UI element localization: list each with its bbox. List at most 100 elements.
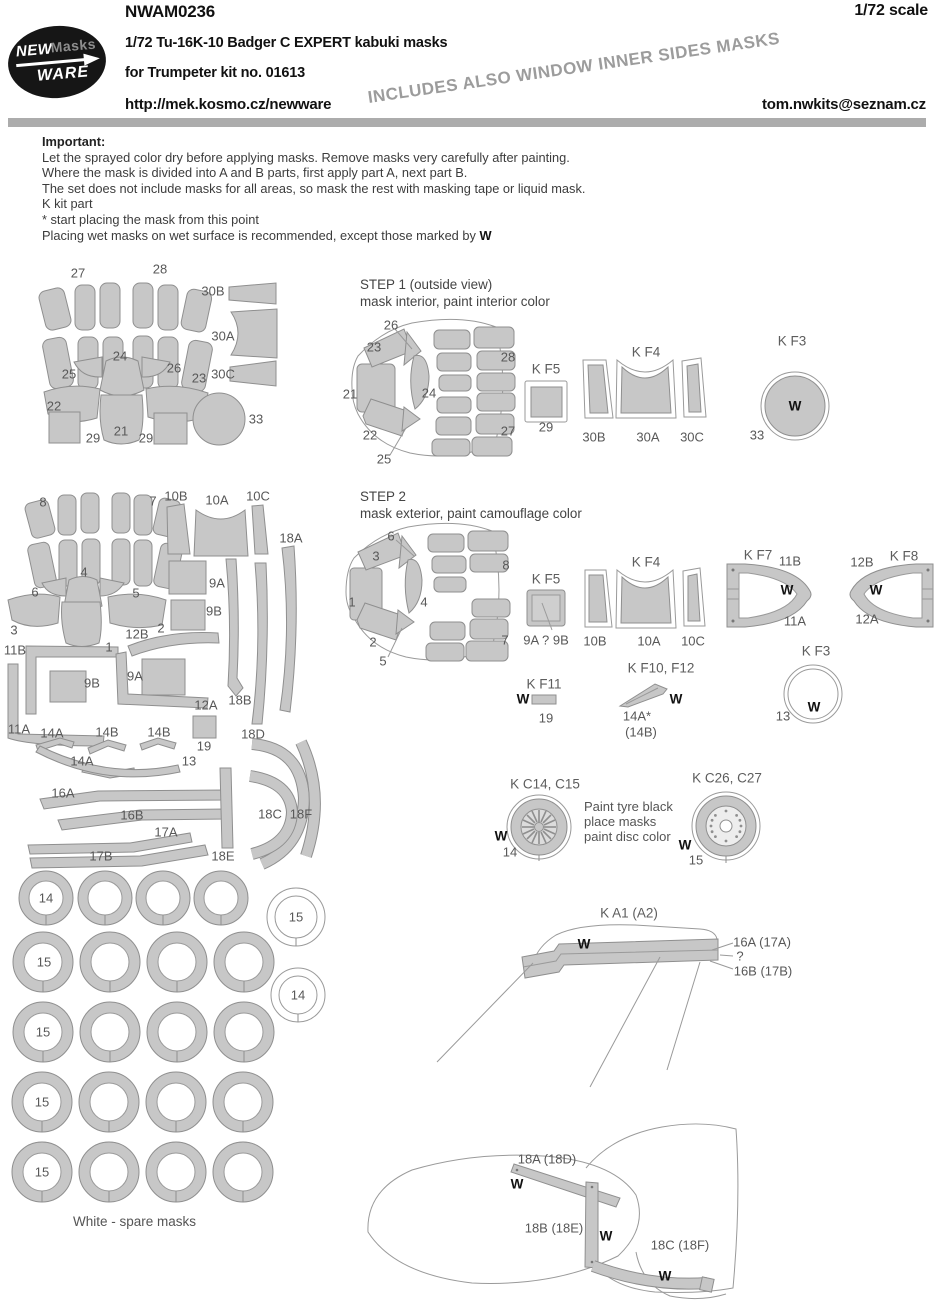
part-label: 4 bbox=[420, 594, 428, 610]
sheet-title: 1/72 Tu-16K-10 Badger C EXPERT kabuki ma… bbox=[125, 35, 448, 51]
part-label: 17A bbox=[154, 824, 178, 840]
w-mark: W bbox=[869, 582, 883, 598]
kit-part-label: K A1 (A2) bbox=[600, 905, 658, 921]
kit-part-label: K F4 bbox=[631, 554, 661, 570]
part-label: 1 bbox=[105, 639, 113, 655]
note-line: Where the mask is divided into A and B p… bbox=[42, 165, 468, 181]
part-label: 18C bbox=[258, 806, 282, 822]
website-url: http://mek.kosmo.cz/newware bbox=[125, 96, 332, 113]
bottom-nacelle-diagram bbox=[367, 1123, 739, 1300]
kit-part-label: K F3 bbox=[777, 333, 807, 349]
part-label: 21 bbox=[342, 386, 358, 402]
part-label: 18B bbox=[228, 692, 252, 708]
spare-masks-caption: White - spare masks bbox=[73, 1214, 197, 1229]
part-label: 25 bbox=[61, 366, 77, 382]
part-label: 14 bbox=[38, 890, 54, 906]
w-mark: W bbox=[678, 837, 692, 853]
step2-fittings bbox=[526, 563, 934, 724]
part-label: 28 bbox=[152, 261, 168, 277]
part-label: 24 bbox=[421, 385, 437, 401]
note-line: Placing wet masks on wet surface is reco… bbox=[42, 227, 492, 243]
kit-part-label: K C14, C15 bbox=[510, 776, 580, 792]
part-label: 19 bbox=[538, 710, 554, 726]
part-label: 14B bbox=[95, 724, 119, 740]
part-label: 10B bbox=[164, 488, 188, 504]
part-label: 27 bbox=[500, 423, 516, 439]
part-label: 16A (17A) bbox=[733, 934, 791, 950]
w-mark: W bbox=[599, 1228, 613, 1244]
part-label: 19 bbox=[196, 738, 212, 754]
part-label: 30C bbox=[211, 366, 235, 382]
kit-part-label: K C26, C27 bbox=[692, 770, 762, 786]
part-label: 10C bbox=[681, 633, 705, 649]
kit-part-label: K F8 bbox=[889, 548, 919, 564]
kit-part-label: K F11 bbox=[526, 676, 562, 692]
part-label: 18A bbox=[279, 530, 303, 546]
cluster1-shapes bbox=[38, 282, 278, 446]
part-label: 11B bbox=[3, 642, 27, 658]
part-label: 18C (18F) bbox=[650, 1237, 710, 1253]
kit-part-label: K F5 bbox=[531, 361, 561, 377]
kit-part-label: K F10, F12 bbox=[627, 660, 695, 676]
part-label: 14B bbox=[147, 724, 171, 740]
part-label: 22 bbox=[362, 427, 378, 443]
sheet-subtitle: for Trumpeter kit no. 01613 bbox=[125, 65, 305, 81]
scale-note: 1/72 scale bbox=[854, 2, 928, 19]
part-label: 15 bbox=[34, 1094, 50, 1110]
w-mark: W bbox=[510, 1176, 524, 1192]
part-label: 12B bbox=[125, 626, 149, 642]
part-label: 9B bbox=[84, 675, 100, 691]
part-label: 14A bbox=[40, 725, 64, 741]
part-label: 18A (18D) bbox=[517, 1151, 577, 1167]
w-mark: W bbox=[780, 582, 794, 598]
note-line: K kit part bbox=[42, 196, 93, 212]
part-label: 8 bbox=[502, 557, 510, 573]
part-label: 24 bbox=[112, 348, 128, 364]
part-label: 11B bbox=[778, 553, 802, 569]
contact-email: tom.nwkits@seznam.cz bbox=[761, 96, 926, 113]
part-label: 23 bbox=[366, 339, 382, 355]
wheel-c26-c27 bbox=[691, 791, 761, 863]
rings-grid bbox=[11, 870, 326, 1203]
part-label: 30B bbox=[582, 429, 606, 445]
part-label: 13 bbox=[181, 753, 197, 769]
part-label: 21 bbox=[113, 423, 129, 439]
part-label: 18F bbox=[289, 806, 313, 822]
part-label: 5 bbox=[132, 585, 140, 601]
logo-arrow-icon bbox=[16, 53, 100, 68]
part-label: 10C bbox=[246, 488, 270, 504]
part-label: 9A ? 9B bbox=[523, 632, 569, 648]
step1-caption: STEP 1 (outside view)mask interior, pain… bbox=[360, 277, 550, 309]
w-mark: W bbox=[658, 1268, 672, 1284]
note-line: * start placing the mask from this point bbox=[42, 211, 259, 227]
part-label: 10B bbox=[583, 633, 607, 649]
part-label: (14B) bbox=[625, 724, 657, 740]
part-label: 6 bbox=[387, 528, 395, 544]
w-mark: W bbox=[577, 936, 591, 952]
part-label: 14 bbox=[502, 844, 518, 860]
sheet-code: NWAM0236 bbox=[125, 2, 216, 21]
part-label: 9A bbox=[127, 668, 143, 684]
part-label: 16B bbox=[120, 807, 144, 823]
step1-fittings bbox=[524, 357, 830, 441]
part-label: 12A bbox=[855, 611, 879, 627]
part-label: 9B bbox=[206, 603, 222, 619]
w-mark: W bbox=[807, 699, 821, 715]
part-label: 33 bbox=[248, 411, 264, 427]
note-line: Let the sprayed color dry before applyin… bbox=[42, 149, 570, 165]
w-mark: W bbox=[494, 828, 508, 844]
part-label: 16B (17B) bbox=[733, 963, 793, 979]
part-label: 6 bbox=[31, 584, 39, 600]
newware-logo: NEW Masks WARE bbox=[5, 21, 109, 103]
part-label: 22 bbox=[46, 398, 62, 414]
part-label: 11A bbox=[783, 613, 807, 629]
part-label: 29 bbox=[538, 419, 554, 435]
w-mark: W bbox=[479, 227, 492, 243]
